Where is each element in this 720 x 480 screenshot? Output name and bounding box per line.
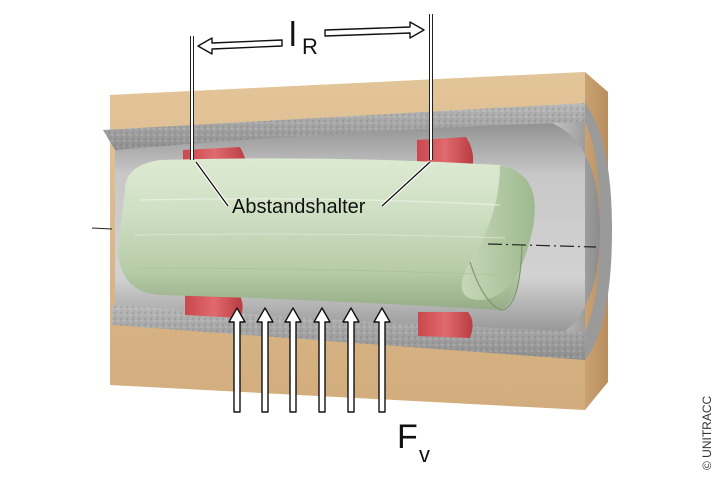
force-arrow-2 bbox=[256, 307, 274, 413]
centerline bbox=[91, 227, 597, 248]
leader-right bbox=[381, 161, 431, 207]
length-subscript: R bbox=[302, 34, 318, 59]
length-dimension bbox=[190, 14, 433, 160]
force-arrow-4 bbox=[313, 307, 331, 413]
liner-streak-3 bbox=[139, 267, 501, 276]
centerline-left bbox=[91, 227, 113, 230]
liner-fold-edge bbox=[469, 244, 523, 311]
spacer-lower-left bbox=[185, 292, 243, 318]
spacer-label: Abstandshalter bbox=[232, 196, 366, 218]
force-symbol: F bbox=[397, 418, 418, 456]
dimension-arrow-right bbox=[324, 21, 425, 39]
liner-folded-end bbox=[461, 165, 535, 300]
spacer-leaders bbox=[194, 160, 432, 208]
liner-tube bbox=[118, 158, 535, 311]
copyright-notice: © UNITRACC bbox=[700, 395, 714, 470]
upper-pipe-wall-texture bbox=[103, 103, 585, 150]
liner-streak-2 bbox=[134, 233, 506, 239]
force-arrow-5 bbox=[342, 307, 360, 413]
host-pipe-far-end bbox=[535, 118, 600, 345]
length-symbol: l bbox=[289, 16, 297, 54]
force-subscript: v bbox=[419, 442, 430, 467]
leader-left bbox=[195, 161, 229, 207]
centerline-right bbox=[487, 243, 597, 248]
force-arrow-6 bbox=[373, 307, 391, 413]
force-arrow-3 bbox=[284, 307, 302, 413]
force-arrows bbox=[228, 307, 391, 413]
dimension-arrow-left bbox=[197, 37, 283, 55]
force-arrow-1 bbox=[228, 307, 246, 413]
pipe-end-ring bbox=[585, 103, 612, 360]
spacer-lower-right bbox=[418, 312, 473, 338]
liner-streak-1 bbox=[139, 198, 501, 206]
